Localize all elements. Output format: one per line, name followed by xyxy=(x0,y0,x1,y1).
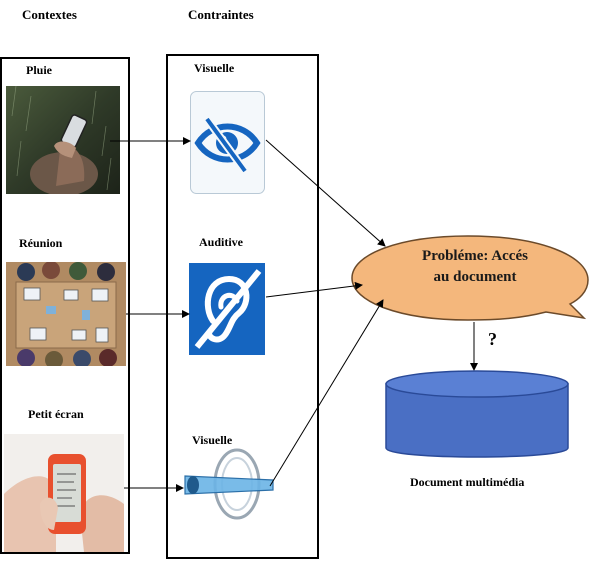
question-mark: ? xyxy=(488,329,497,350)
document-cylinder xyxy=(386,371,568,457)
problem-line-2: au document xyxy=(395,267,555,288)
problem-line-1: Probléme: Accés xyxy=(395,246,555,267)
problem-text: Probléme: Accés au document xyxy=(395,246,555,288)
document-label: Document multimédia xyxy=(410,475,524,490)
